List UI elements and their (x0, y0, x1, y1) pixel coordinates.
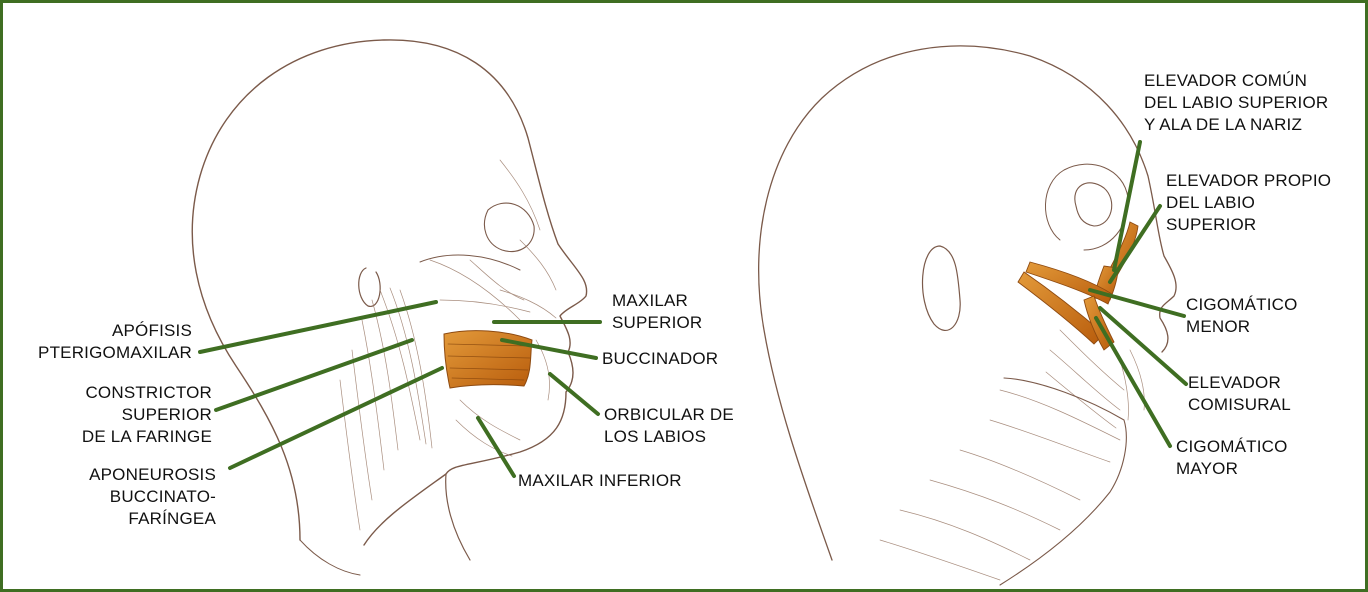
leader-aponeurosis (230, 368, 442, 468)
label-line: CIGOMÁTICO (1186, 294, 1298, 316)
label-line: MAXILAR INFERIOR (518, 470, 682, 492)
label-line: BUCCINATO- (89, 486, 216, 508)
label-line: APONEUROSIS (89, 464, 216, 486)
label-line: DE LA FARINGE (82, 426, 212, 448)
label-orbicular-de-los-labios: ORBICULAR DE LOS LABIOS (604, 404, 734, 448)
left-eye-orbit (484, 203, 534, 252)
label-aponeurosis-buccinato-faringea: APONEUROSIS BUCCINATO- FARÍNGEA (89, 464, 216, 530)
right-eye (1075, 183, 1112, 226)
label-line: SUPERIOR (1166, 214, 1331, 236)
right-muscle-hatching (880, 330, 1144, 580)
leader-orbicular (550, 374, 598, 414)
label-elevador-comun-labio-superior: ELEVADOR COMÚN DEL LABIO SUPERIOR Y ALA … (1144, 70, 1328, 136)
label-cigomatico-menor: CIGOMÁTICO MENOR (1186, 294, 1298, 338)
label-apofisis-pterigomaxilar: APÓFISIS PTERIGOMAXILAR (38, 320, 192, 364)
left-neck-front (446, 474, 470, 560)
label-line: COMISURAL (1188, 394, 1291, 416)
leader-constrictor (216, 340, 412, 410)
label-line: ELEVADOR (1188, 372, 1291, 394)
left-neck-back (300, 540, 360, 575)
label-line: ELEVADOR COMÚN (1144, 70, 1328, 92)
label-line: APÓFISIS (38, 320, 192, 342)
label-maxilar-inferior: MAXILAR INFERIOR (518, 470, 682, 492)
label-line: CONSTRICTOR (82, 382, 212, 404)
label-line: FARÍNGEA (89, 508, 216, 530)
label-line: LOS LABIOS (604, 426, 734, 448)
label-line: ELEVADOR PROPIO (1166, 170, 1331, 192)
label-line: SUPERIOR (612, 312, 702, 334)
label-elevador-comisural: ELEVADOR COMISURAL (1188, 372, 1291, 416)
right-eye-orbit (1045, 164, 1128, 250)
right-head-outline (759, 46, 1176, 560)
left-ear (359, 268, 380, 306)
label-line: Y ALA DE LA NARIZ (1144, 114, 1328, 136)
label-constrictor-superior-faringe: CONSTRICTOR SUPERIOR DE LA FARINGE (82, 382, 212, 448)
label-line: CIGOMÁTICO (1176, 436, 1288, 458)
label-line: MENOR (1186, 316, 1298, 338)
label-line: BUCCINADOR (602, 348, 718, 370)
label-line: PTERIGOMAXILAR (38, 342, 192, 364)
label-line: MAYOR (1176, 458, 1288, 480)
label-line: SUPERIOR (82, 404, 212, 426)
label-line: DEL LABIO (1166, 192, 1331, 214)
right-ear (923, 246, 961, 330)
right-head-illustration (759, 46, 1176, 585)
left-head-illustration (192, 40, 586, 575)
label-buccinador: BUCCINADOR (602, 348, 718, 370)
buccinator-muscle (444, 331, 532, 388)
label-line: MAXILAR (612, 290, 702, 312)
right-neck-outline (1000, 378, 1126, 585)
label-line: ORBICULAR DE (604, 404, 734, 426)
label-line: DEL LABIO SUPERIOR (1144, 92, 1328, 114)
label-maxilar-superior: MAXILAR SUPERIOR (612, 290, 702, 334)
label-elevador-propio-labio-superior: ELEVADOR PROPIO DEL LABIO SUPERIOR (1166, 170, 1331, 236)
leader-maxilar-inferior (478, 418, 514, 476)
left-zygoma (420, 255, 520, 270)
label-cigomatico-mayor: CIGOMÁTICO MAYOR (1176, 436, 1288, 480)
